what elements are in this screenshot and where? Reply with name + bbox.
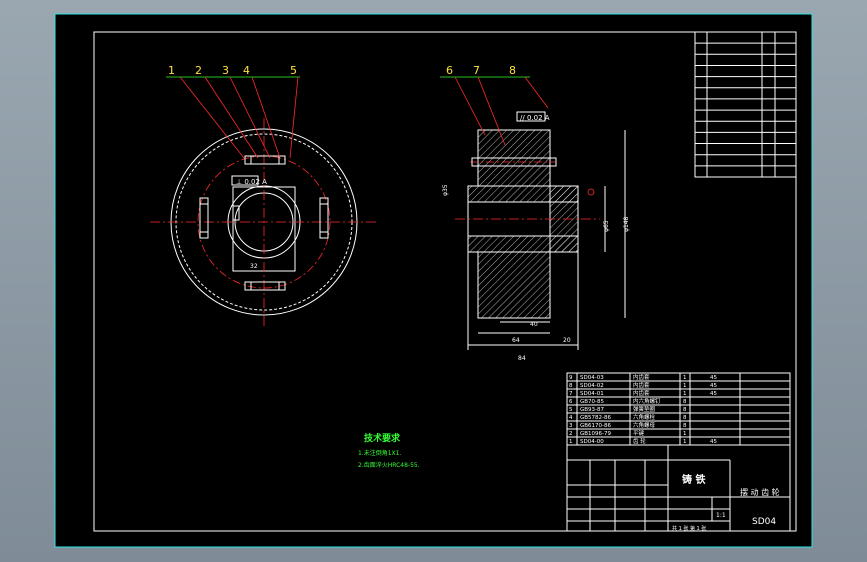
svg-text:64: 64	[512, 337, 520, 344]
bom-no: 8	[569, 383, 573, 389]
bom-no: 5	[569, 407, 573, 413]
bom-qty: 1	[683, 431, 687, 437]
bom-code: GB70-85	[580, 399, 605, 405]
bom-qty: 1	[683, 439, 687, 445]
bom-name: 内齿套	[633, 373, 650, 381]
bom-name: 内齿套	[633, 389, 650, 397]
bom-code: SD04-02	[580, 383, 604, 389]
drawing-number: SD04	[752, 517, 776, 527]
svg-text:40: 40	[530, 321, 538, 328]
callout-8: 8	[509, 64, 516, 77]
callout-3: 3	[222, 64, 229, 77]
bom-no: 6	[569, 399, 573, 405]
bom-name: 弹簧垫圈	[633, 405, 656, 413]
tech-line-1: 1.未注倒角1X1.	[358, 449, 401, 457]
bom-name: 平键	[633, 429, 645, 437]
bom-name: 内齿套	[633, 381, 650, 389]
svg-text:32: 32	[250, 263, 258, 270]
tech-line-2: 2.齿面淬火HRC48-55.	[358, 461, 420, 469]
bom-qty: 1	[683, 375, 687, 381]
bom-code: GB1096-79	[580, 431, 612, 437]
svg-text:⊥ 0.02 A: ⊥ 0.02 A	[236, 178, 267, 186]
svg-text:φ148: φ148	[623, 216, 630, 232]
bom-code: SD04-00	[580, 439, 604, 445]
bom-no: 9	[569, 375, 573, 381]
bom-no: 3	[569, 423, 573, 429]
bom-code: SD04-03	[580, 375, 604, 381]
bom-material: 45	[710, 383, 717, 389]
bom-material: 45	[710, 391, 717, 397]
section-view: 84 64 40 20 φ65 φ148 φ35 // 0.02 A	[442, 111, 630, 362]
callout-5: 5	[290, 64, 297, 77]
bom-name: 齿 轮	[633, 437, 646, 445]
bom-qty: 8	[683, 415, 687, 421]
part-name: 摆 动 齿 轮	[740, 487, 780, 497]
svg-text:20: 20	[563, 337, 571, 344]
bom-material: 45	[710, 439, 717, 445]
svg-text:84: 84	[518, 355, 526, 362]
front-view: ⊥ 0.02 A 32	[150, 118, 378, 328]
svg-text:φ65: φ65	[603, 220, 610, 232]
sheet-info: 共 1 张 第 1 张	[672, 525, 706, 532]
bom-code: GB6170-86	[580, 423, 612, 429]
callout-2: 2	[195, 64, 202, 77]
bom-qty: 1	[683, 383, 687, 389]
gear-parameter-table	[694, 31, 797, 178]
bom-no: 7	[569, 391, 573, 397]
bom-no: 4	[569, 415, 573, 421]
bom-code: SD04-01	[580, 391, 604, 397]
callouts-right: 6 7 8	[440, 64, 549, 146]
bom-name: 内六角螺钉	[633, 397, 661, 405]
svg-text:// 0.02 A: // 0.02 A	[520, 114, 550, 122]
drawing-sheet	[54, 13, 813, 548]
bom-qty: 8	[683, 399, 687, 405]
inner-border	[93, 31, 797, 532]
bom-qty: 8	[683, 407, 687, 413]
bom-material: 45	[710, 375, 717, 381]
title-block: 铸 铁 摆 动 齿 轮 SD04 1:1 共 1 张 第 1 张	[566, 444, 791, 532]
bom-code: GB5782-86	[580, 415, 612, 421]
bom-qty: 1	[683, 391, 687, 397]
material: 铸 铁	[682, 473, 705, 486]
callout-7: 7	[473, 64, 480, 77]
callout-4: 4	[243, 64, 250, 77]
bom-code: GB93-87	[580, 407, 605, 413]
callout-6: 6	[446, 64, 453, 77]
technical-requirements: 技术要求 1.未注倒角1X1. 2.齿面淬火HRC48-55.	[358, 432, 420, 469]
svg-text:φ35: φ35	[442, 184, 449, 196]
scale: 1:1	[716, 512, 726, 519]
callouts-left: 1 2 3 4 5	[166, 64, 300, 159]
bom-no: 2	[569, 431, 573, 437]
bom-name: 六角螺母	[633, 421, 656, 429]
callout-1: 1	[168, 64, 175, 77]
tech-title: 技术要求	[364, 432, 401, 444]
bom-no: 1	[569, 439, 573, 445]
bom-name: 六角螺栓	[633, 413, 656, 421]
bom-qty: 8	[683, 423, 687, 429]
